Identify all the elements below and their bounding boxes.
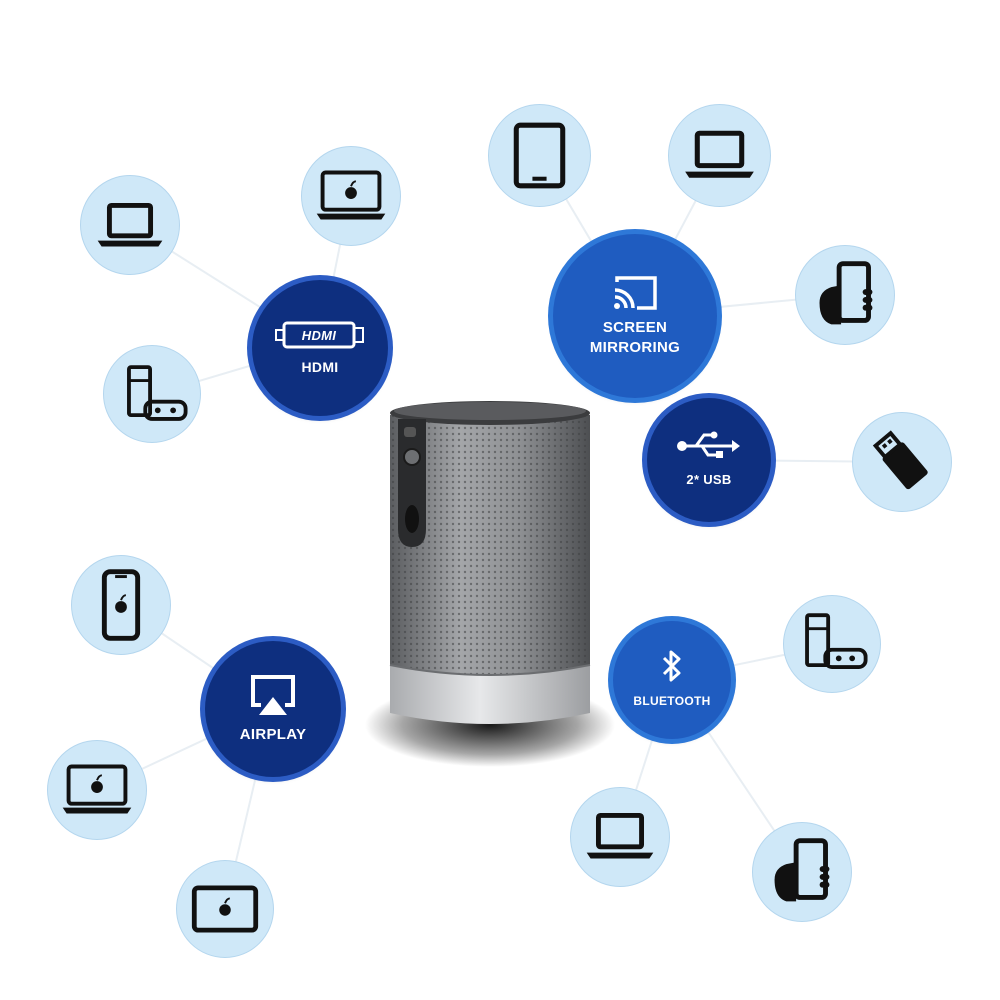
bluetooth-hub: BLUETOOTH <box>613 621 731 739</box>
apple-laptop-icon <box>316 170 386 220</box>
screen-mirroring-label-2: MIRRORING <box>589 339 681 356</box>
macbook-bubble <box>301 146 401 246</box>
tablet-bubble <box>488 104 591 207</box>
phone-in-hand-icon <box>819 261 873 325</box>
game-console-icon <box>127 365 188 421</box>
laptop-icon <box>97 202 163 247</box>
ipad-icon <box>191 885 259 933</box>
laptop-bubble <box>80 175 180 275</box>
laptop-bubble <box>668 104 771 207</box>
game-console-bubble <box>783 595 881 693</box>
usb-label: 2* USB <box>686 472 732 487</box>
game-console-icon <box>805 613 868 669</box>
ipad-bubble <box>176 860 274 958</box>
laptop-icon <box>586 812 654 859</box>
laptop-icon <box>685 130 754 178</box>
iphone-icon <box>101 569 141 641</box>
hdmi-label: HDMI <box>301 359 339 375</box>
cast-icon <box>611 274 659 312</box>
iphone-bubble <box>71 555 171 655</box>
projector-image <box>365 401 615 767</box>
phone-in-hand-icon <box>774 838 830 902</box>
airplay-label: AIRPLAY <box>239 726 307 743</box>
usb-hub: 2* USB <box>647 398 771 522</box>
usb-icon <box>676 430 742 460</box>
airplay-icon <box>247 673 299 717</box>
bluetooth-label: BLUETOOTH <box>633 694 711 708</box>
bluetooth-icon <box>661 649 683 683</box>
svg-text:HDMI: HDMI <box>302 328 337 343</box>
smartphone-bubble <box>795 245 895 345</box>
tablet-icon <box>513 122 566 189</box>
laptop-bubble <box>570 787 670 887</box>
usb-drive-icon <box>872 430 928 490</box>
screen-mirroring-hub: SCREEN MIRRORING <box>553 234 717 398</box>
hdmi-hub: HDMI HDMI <box>252 280 388 416</box>
usb-drive-bubble <box>852 412 952 512</box>
apple-laptop-icon <box>62 764 132 814</box>
screen-mirroring-label-1: SCREEN <box>602 319 668 336</box>
smartphone-bubble <box>752 822 852 922</box>
macbook-bubble <box>47 740 147 840</box>
game-console-bubble <box>103 345 201 443</box>
hdmi-icon: HDMI <box>274 319 366 351</box>
airplay-hub: AIRPLAY <box>205 641 341 777</box>
